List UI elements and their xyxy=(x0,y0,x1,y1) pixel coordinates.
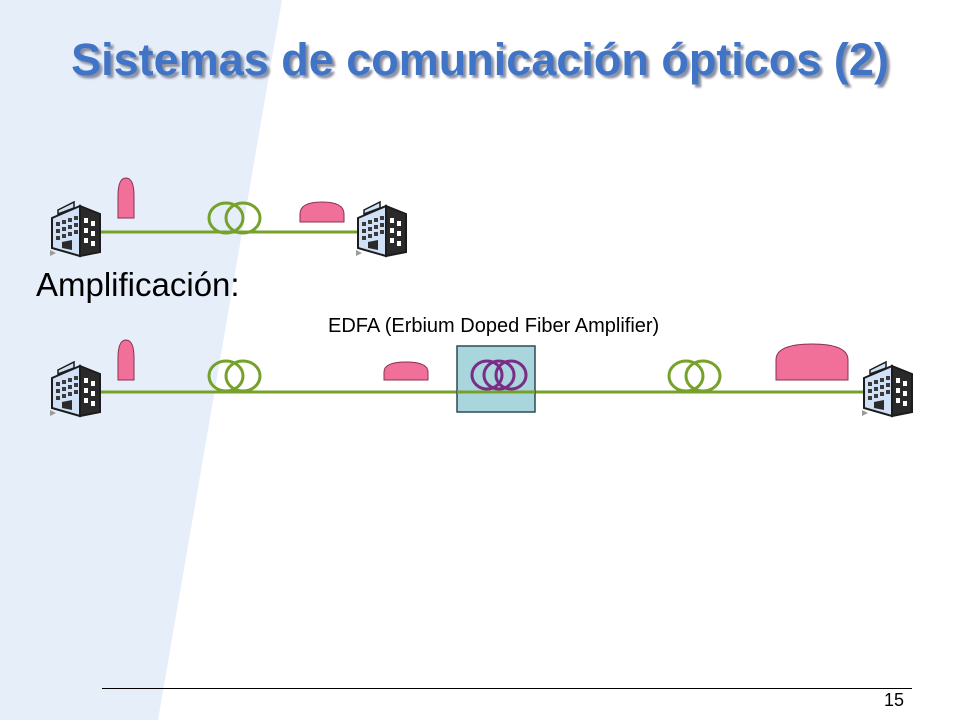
office-building-icon xyxy=(355,201,407,257)
slide-title: Sistemas de comunicación ópticos (2) xyxy=(71,34,889,85)
edfa-amplifier xyxy=(456,345,536,413)
office-building-icon xyxy=(861,361,913,417)
fiber-coil-icon xyxy=(207,201,262,235)
fiber-coil-icon xyxy=(667,359,722,393)
amplification-label: Amplificación: xyxy=(36,266,240,303)
optical-pulse-icon xyxy=(117,177,135,219)
edfa-label: EDFA (Erbium Doped Fiber Amplifier) xyxy=(328,315,660,337)
erbium-fiber-coil-icon xyxy=(470,359,528,391)
office-building-icon xyxy=(49,201,101,257)
fiber-coil-icon xyxy=(207,359,262,393)
office-building-icon xyxy=(49,361,101,417)
optical-pulse-icon xyxy=(383,361,429,381)
footer-divider xyxy=(102,688,912,689)
page-number: 15 xyxy=(884,690,905,710)
optical-pulse-icon xyxy=(299,201,345,223)
optical-pulse-icon xyxy=(117,339,135,381)
optical-pulse-icon xyxy=(775,343,849,381)
